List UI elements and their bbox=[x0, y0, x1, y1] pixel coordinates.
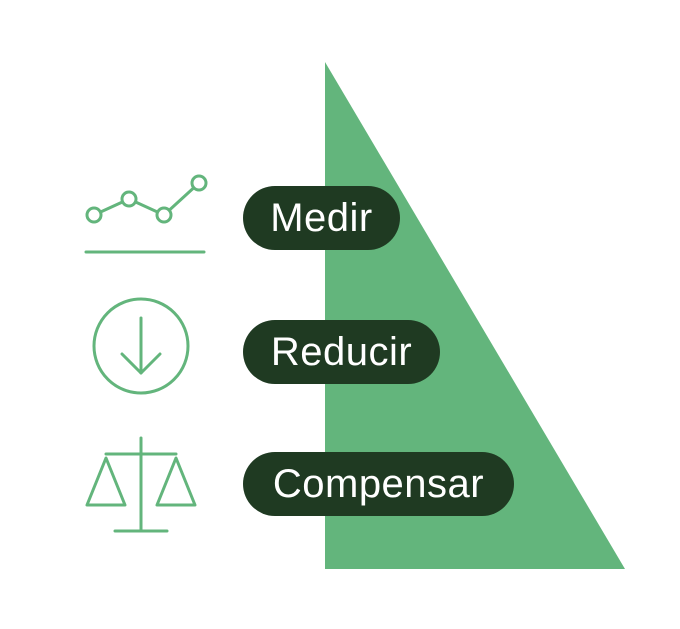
line-chart-icon bbox=[84, 174, 208, 254]
step-pill-medir: Medir bbox=[243, 186, 400, 250]
step-label: Reducir bbox=[270, 330, 413, 374]
down-arrow-circle-icon bbox=[92, 297, 190, 395]
step-pill-compensar: Compensar bbox=[243, 452, 514, 516]
step-pill-reducir: Reducir bbox=[243, 320, 440, 384]
step-label: Compensar bbox=[272, 462, 485, 506]
balance-scale-icon bbox=[85, 436, 197, 533]
step-label: Medir bbox=[270, 196, 373, 240]
